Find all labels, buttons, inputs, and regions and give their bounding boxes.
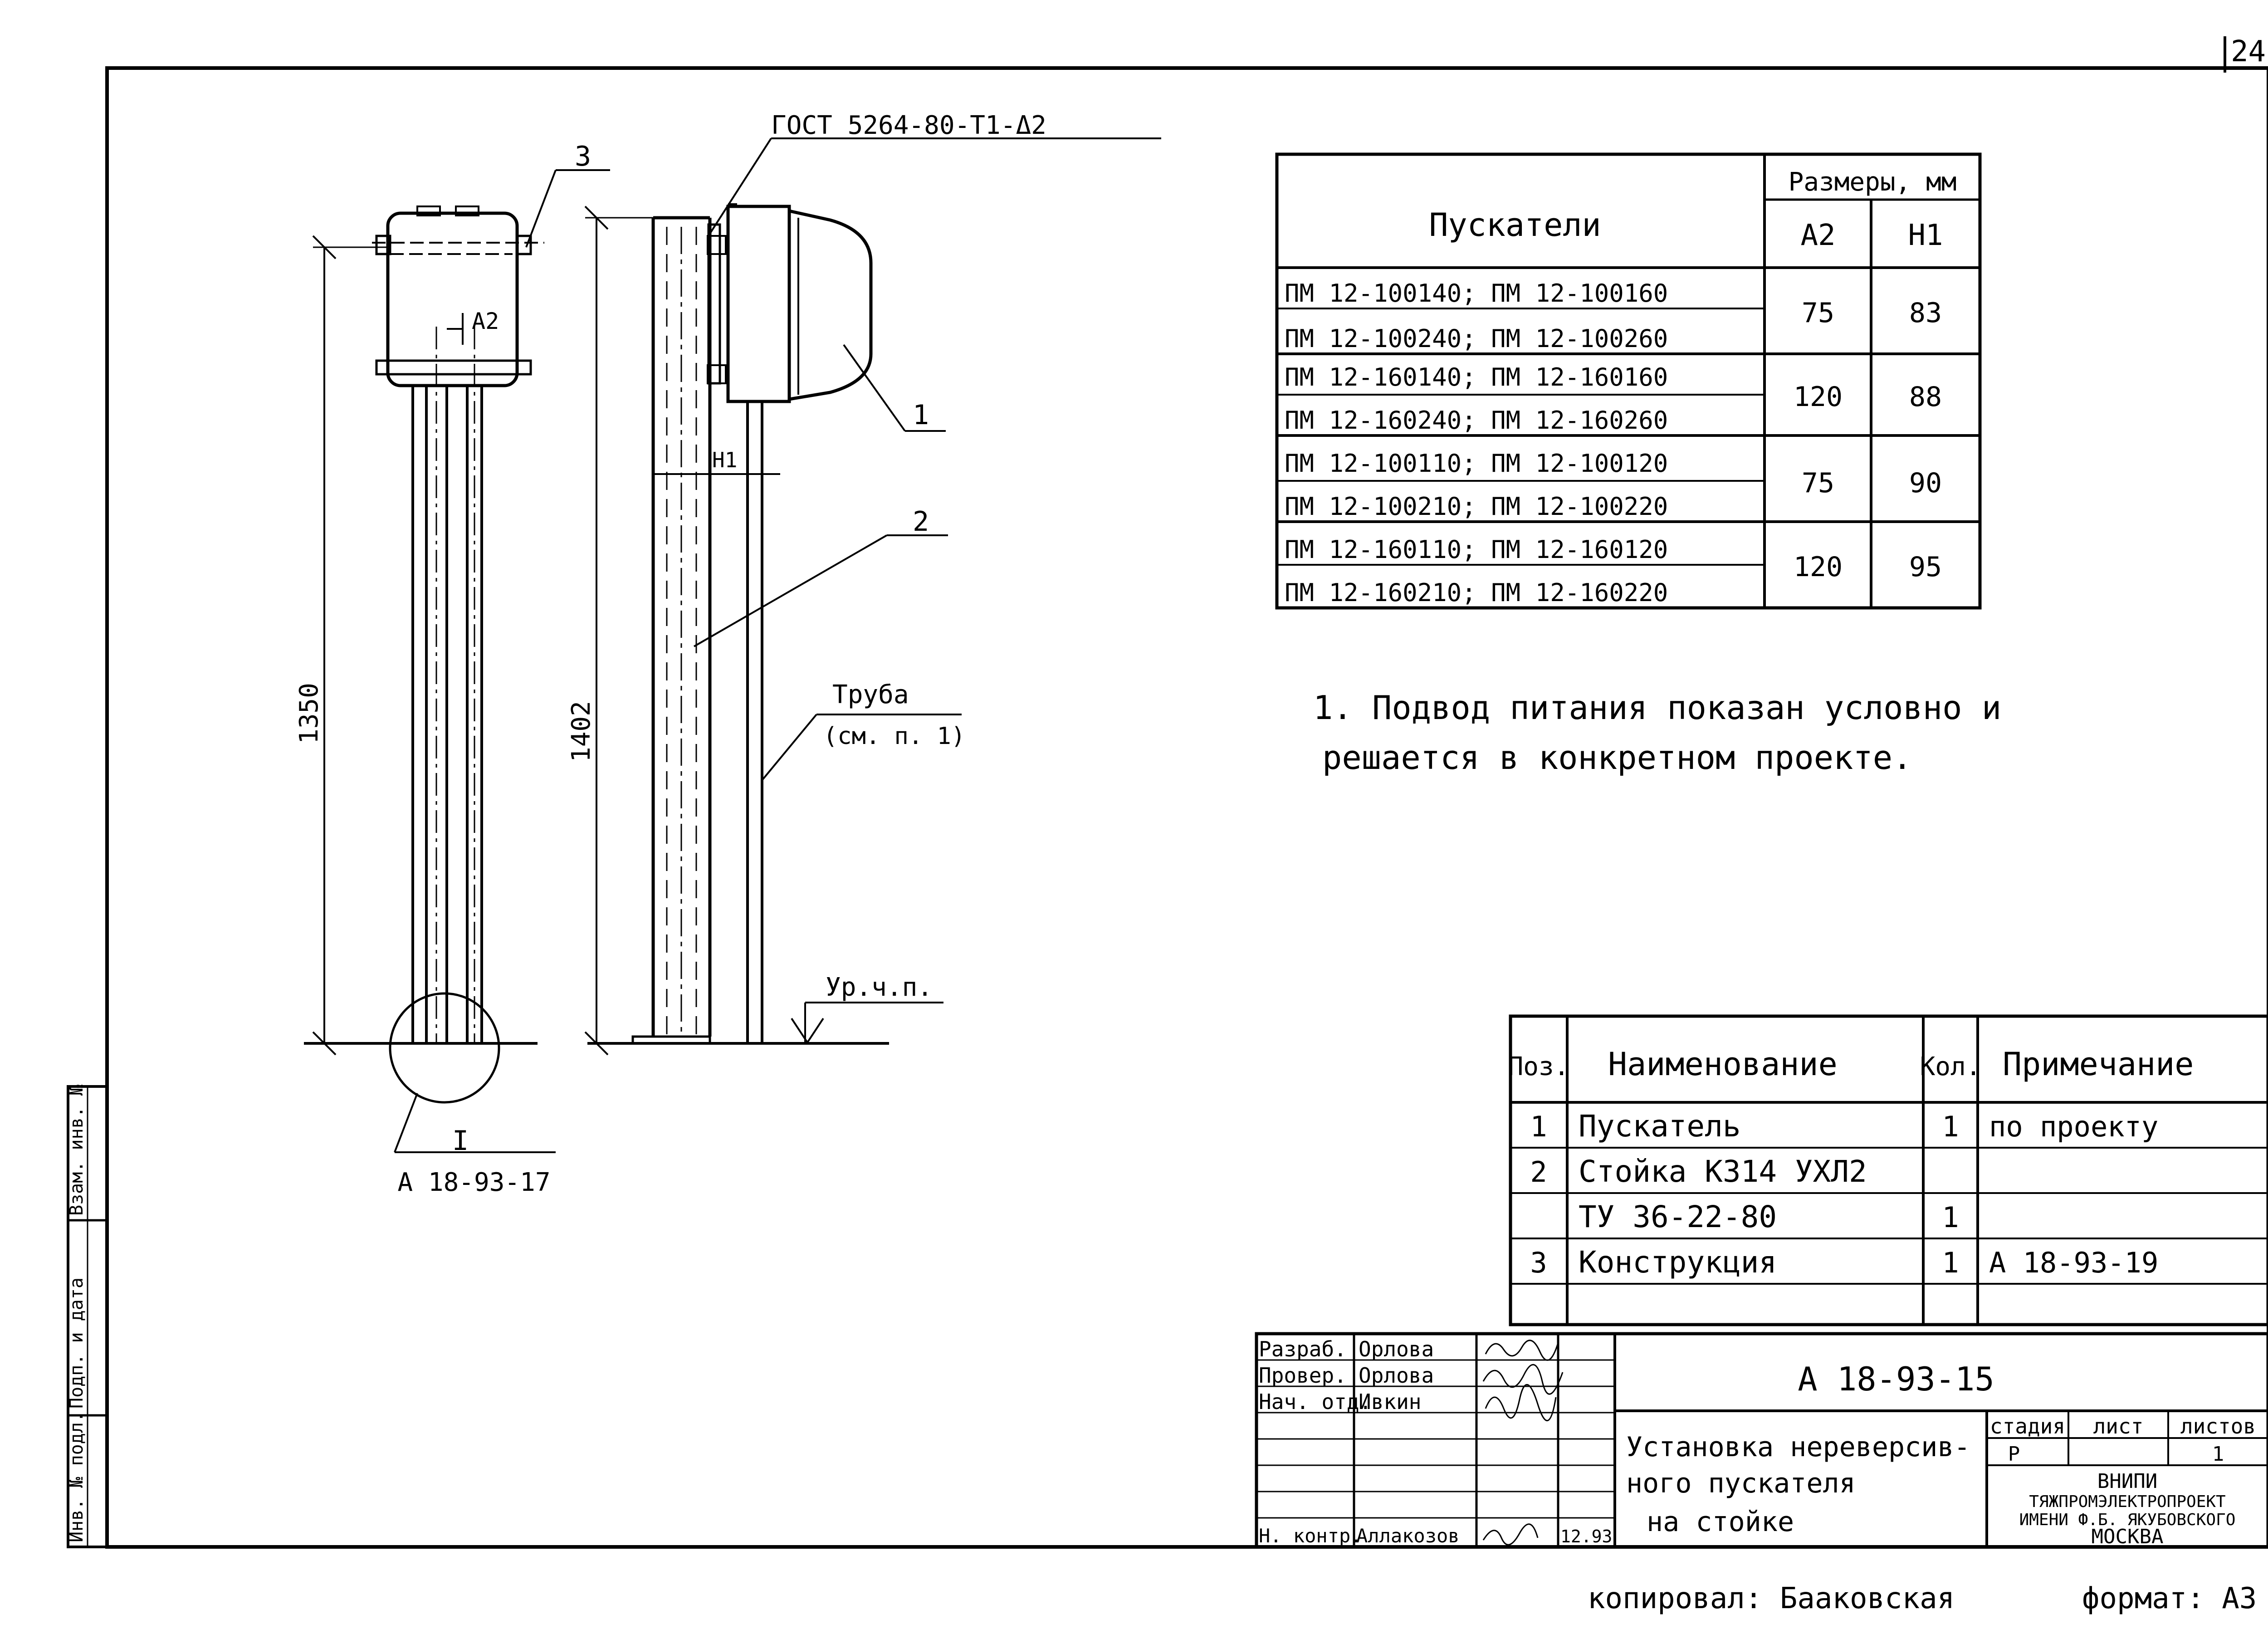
spec-row-name: Пускатель (1579, 1109, 1741, 1144)
tb-name: Орлова (1359, 1363, 1434, 1388)
tb-sheets-value: 1 (2212, 1443, 2224, 1466)
stamp-replaces-inv: Взам. инв. № (66, 1085, 87, 1216)
copied-by: копировал: Бааковская (1588, 1582, 1955, 1615)
sizes-h1: 83 (1909, 297, 1942, 329)
sheet-number: 24 (2231, 35, 2266, 68)
spec-row-pos: 2 (1530, 1155, 1547, 1189)
sizes-row: ПМ 12-100210; ПМ 12-100220 (1285, 492, 1668, 521)
spec-row-name: Стойка К314 УХЛ2 (1579, 1154, 1867, 1189)
dim-a2-label: A2 (472, 308, 499, 334)
tb-doc-code: А 18-93-15 (1798, 1360, 1994, 1398)
pipe-label: Труба (832, 680, 909, 709)
tb-role: Провер. (1259, 1363, 1347, 1388)
sizes-a2: 120 (1794, 381, 1843, 413)
sizes-row: ПМ 12-100240; ПМ 12-100260 (1285, 324, 1668, 353)
tb-name: Орлова (1359, 1337, 1434, 1361)
side-view: Ур.ч.п. H1 1402 ГОСТ 5264-80-Т1-Δ2 1 2 Т… (567, 111, 1161, 1056)
pipe-ref: (см. п. 1) (823, 723, 965, 750)
starter-front (386, 211, 519, 387)
tb-role: Нач. отд. (1259, 1389, 1372, 1414)
callout-pos1: 1 (913, 399, 929, 431)
dim-left-height: 1350 (294, 683, 324, 744)
tb-role: Н. контр. (1259, 1525, 1362, 1547)
ground-level-label: Ур.ч.п. (826, 973, 933, 1002)
tb-title-line1: Установка нереверсив- (1626, 1431, 1970, 1463)
sizes-h1: 90 (1909, 467, 1942, 499)
detail-ref: А 18-93-17 (397, 1168, 550, 1197)
note-line2: решается в конкретном проекте. (1322, 739, 1912, 777)
spec-row-pos: 3 (1530, 1246, 1547, 1279)
tb-name: Аллакозов (1356, 1525, 1460, 1547)
tb-org-line2: ТЯЖПРОМЭЛЕКТРОПРОЕКТ (2029, 1492, 2225, 1511)
sheet-frame (105, 66, 2268, 1549)
detail-mark: I (452, 1125, 469, 1157)
tb-stage-value: Р (2008, 1443, 2020, 1466)
spec-row-qty: 1 (1942, 1246, 1959, 1279)
dim-h1-label: H1 (712, 448, 737, 472)
tb-stage-label: стадия (1990, 1414, 2065, 1438)
callout-pos2: 2 (913, 506, 929, 538)
spec-row-name: ТУ 36-22-80 (1579, 1199, 1777, 1234)
spec-row-note: А 18-93-19 (1989, 1246, 2158, 1279)
signature-4 (1482, 1523, 1539, 1546)
format-label: формат: А3 (2082, 1582, 2257, 1615)
spec-row-name: Конструкция (1579, 1245, 1777, 1280)
starter-side (726, 205, 791, 403)
dim-right-height: 1402 (567, 701, 596, 762)
spec-header-note: Примечание (2003, 1046, 2194, 1083)
spec-header-qty: Кол. (1920, 1052, 1981, 1081)
sizes-row: ПМ 12-100110; ПМ 12-100120 (1285, 449, 1668, 478)
sizes-row: ПМ 12-160210; ПМ 12-160220 (1285, 578, 1668, 607)
tb-org-line4: МОСКВА (2092, 1525, 2164, 1548)
tb-role: Разраб. (1259, 1337, 1347, 1361)
side-stamp: Инв. № подл. Подп. и дата Взам. инв. № (66, 1085, 108, 1548)
sizes-row: ПМ 12-100140; ПМ 12-100160 (1285, 279, 1668, 308)
tb-title-line2: ного пускателя (1626, 1468, 1856, 1499)
spec-row-note: по проекту (1989, 1110, 2158, 1143)
tb-title-line3: на стойке (1647, 1506, 1794, 1538)
spec-header-name: Наименование (1608, 1046, 1838, 1083)
sizes-a2: 120 (1794, 551, 1843, 583)
signature-3 (1485, 1384, 1557, 1421)
stamp-inv-no: Инв. № подл. (66, 1411, 87, 1542)
stamp-sign-date: Подп. и дата (66, 1277, 87, 1409)
tb-org-line1: ВНИПИ (2097, 1470, 2157, 1493)
signature-2 (1482, 1364, 1564, 1395)
tb-org-line3: ИМЕНИ Ф.Б. ЯКУБОВСКОГО (2019, 1511, 2236, 1529)
title-block: Разраб. Орлова Провер. Орлова Нач. отд. … (1255, 1332, 2268, 1549)
sizes-header-group: Размеры, мм (1789, 167, 1957, 197)
note-line1: 1. Подвод питания показан условно и (1313, 689, 2001, 727)
spec-table: Поз. Наименование Кол. Примечание 1 Пуск… (1508, 1014, 2268, 1326)
sizes-row: ПМ 12-160110; ПМ 12-160120 (1285, 535, 1668, 564)
spec-row-pos: 1 (1530, 1110, 1547, 1143)
sizes-header-a2: А2 (1800, 219, 1835, 252)
front-view: I А 18-93-17 3 A2 1350 (294, 141, 610, 1197)
signature-1 (1485, 1340, 1559, 1361)
sizes-h1: 95 (1909, 551, 1942, 583)
sizes-header-h1: Н1 (1908, 219, 1943, 252)
sizes-a2: 75 (1802, 297, 1834, 329)
weld-note: ГОСТ 5264-80-Т1-Δ2 (771, 111, 1046, 140)
sizes-table: Пускатели Размеры, мм А2 Н1 ПМ 12-100140… (1275, 152, 1982, 610)
callout-pos3: 3 (575, 141, 591, 172)
sizes-header-name: Пускатели (1429, 206, 1601, 244)
sizes-row: ПМ 12-160140; ПМ 12-160160 (1285, 363, 1668, 391)
tb-sheet-label: лист (2093, 1414, 2144, 1438)
sizes-row: ПМ 12-160240; ПМ 12-160260 (1285, 406, 1668, 435)
tb-date: 12.93 (1560, 1526, 1612, 1546)
spec-row-qty: 1 (1942, 1201, 1959, 1234)
tb-name: Ивкин (1359, 1389, 1421, 1414)
sizes-h1: 88 (1909, 381, 1942, 413)
spec-header-pos: Поз. (1508, 1052, 1569, 1081)
spec-row-qty: 1 (1942, 1110, 1959, 1143)
tb-sheets-label: листов (2180, 1414, 2256, 1438)
sizes-a2: 75 (1802, 467, 1834, 499)
